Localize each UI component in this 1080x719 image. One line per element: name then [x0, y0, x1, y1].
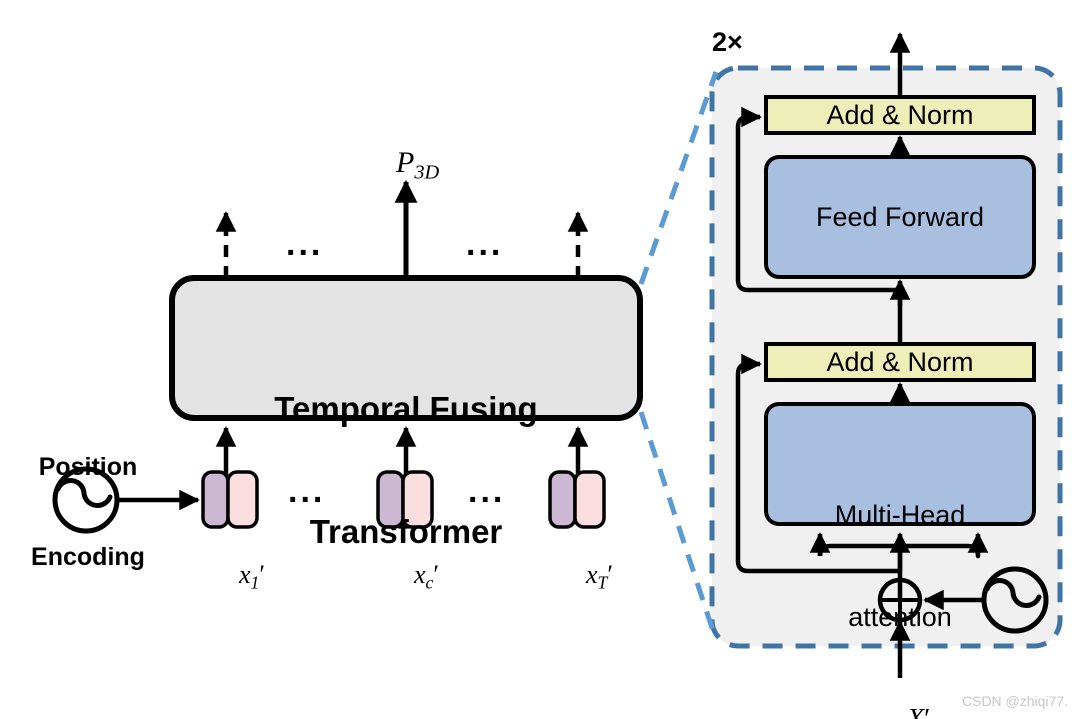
- token-c-base: x: [414, 560, 426, 589]
- panel-input-label: X′: [879, 672, 930, 719]
- temporal-fusing-transformer-label: Temporal Fusing Transformer: [172, 306, 640, 634]
- token-1-prime: ′: [259, 560, 266, 589]
- connector-bottom: [638, 411, 719, 641]
- token-1-subscript: 1: [250, 572, 260, 593]
- token-t-prime: ′: [607, 560, 614, 589]
- tft-line-1: Temporal Fusing: [274, 390, 538, 427]
- add-norm-top-box: [764, 95, 1036, 135]
- token-c-prime: ′: [433, 560, 440, 589]
- token-c-subscript: c: [425, 572, 434, 593]
- token-t-subscript: T: [597, 572, 608, 593]
- token-label-1: x1′: [213, 530, 265, 624]
- repeat-count-label: 2×: [712, 27, 743, 57]
- token-label-c: xc′: [388, 530, 439, 624]
- token-pair-c: [376, 470, 434, 529]
- attention-label-line-2: attention: [848, 602, 952, 632]
- tft-line-2: Transformer: [309, 513, 503, 550]
- connector-top: [638, 71, 719, 285]
- multi-head-attention-label: Multi-Head attention: [766, 430, 1034, 702]
- position-encoding-line-2: Encoding: [31, 543, 145, 571]
- panel-internals: [735, 32, 1049, 678]
- token-pair-t: [548, 470, 606, 529]
- zoom-connector-lines: [638, 71, 719, 641]
- token-label-t: xT′: [560, 530, 613, 624]
- p3d-subscript: 3D: [414, 161, 440, 184]
- sine-wave-circle-icon-left: [52, 466, 120, 534]
- add-norm-top-label: Add & Norm: [826, 100, 974, 130]
- ellipsis-lower-right: ...: [468, 472, 506, 510]
- ellipsis-upper-left: ...: [286, 225, 324, 263]
- input-label-base: X: [907, 704, 924, 719]
- input-label-prime: ′: [924, 704, 930, 719]
- add-norm-bottom-box: [764, 342, 1036, 382]
- residual-skip-bottom: [735, 353, 900, 574]
- sum-circle: [877, 577, 923, 623]
- position-encoding-label: Position Encoding: [0, 392, 176, 632]
- token-t-base: x: [586, 560, 598, 589]
- add-norm-bottom-label: Add & Norm: [826, 347, 974, 377]
- ellipsis-lower-left: ...: [288, 472, 326, 510]
- residual-skip-top: [735, 106, 903, 306]
- token-pair-1: [201, 470, 259, 529]
- p3d-output-label: P3D: [366, 112, 439, 219]
- sine-wave-circle-icon-panel: [981, 566, 1049, 634]
- left-pipeline: [52, 179, 643, 534]
- token-1-base: x: [239, 560, 251, 589]
- attention-label-line-1: Multi-Head: [834, 500, 966, 530]
- feed-forward-label: Feed Forward: [815, 202, 985, 232]
- position-encoding-line-1: Position: [38, 453, 138, 481]
- ellipsis-upper-right: ...: [466, 225, 504, 263]
- p3d-base: P: [396, 146, 415, 179]
- watermark: CSDN @zhiqi77.: [962, 693, 1069, 709]
